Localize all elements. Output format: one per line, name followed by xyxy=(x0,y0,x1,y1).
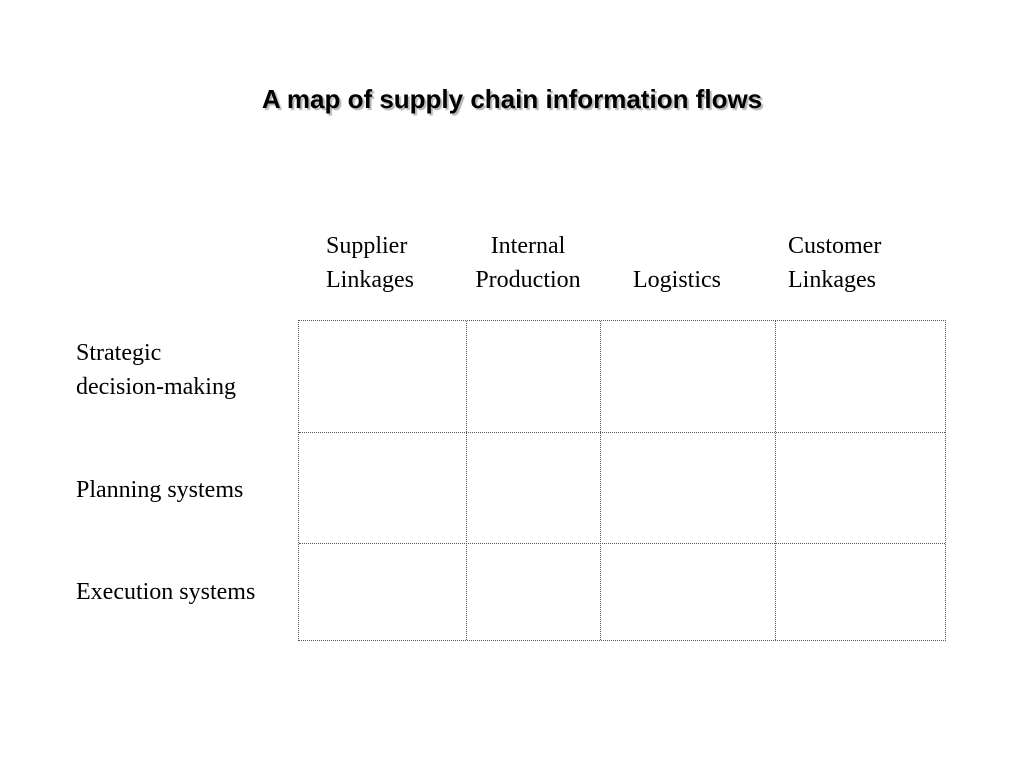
column-header-line2: Production xyxy=(475,267,581,293)
grid-column-divider xyxy=(775,321,776,640)
column-header-line1: Internal xyxy=(490,233,566,259)
grid-cell xyxy=(600,321,775,432)
grid-cell xyxy=(299,543,466,640)
column-header-supplier-linkages: Supplier Linkages xyxy=(326,229,414,297)
row-label-execution: Execution systems xyxy=(76,575,255,609)
grid-cell xyxy=(775,543,945,640)
column-header-customer-linkages: Customer Linkages xyxy=(788,229,881,297)
grid-cell xyxy=(775,432,945,543)
column-header-internal-production: Internal Production xyxy=(466,229,590,297)
row-label-line2: decision-making xyxy=(76,374,236,400)
row-label-planning: Planning systems xyxy=(76,473,243,507)
column-header-line1: Customer xyxy=(788,233,882,259)
grid-cell xyxy=(600,432,775,543)
grid-cell xyxy=(299,321,466,432)
grid-column-divider xyxy=(466,321,467,640)
row-label-line1: Strategic xyxy=(76,340,162,366)
row-label-line1: Planning systems xyxy=(76,477,244,503)
grid-cell xyxy=(600,543,775,640)
column-header-line1 xyxy=(633,229,721,263)
column-header-line2: Linkages xyxy=(326,267,414,293)
grid-cell xyxy=(299,432,466,543)
grid-row-divider xyxy=(299,543,945,544)
grid-row-divider xyxy=(299,432,945,433)
flow-matrix-grid xyxy=(298,320,946,641)
grid-cell xyxy=(466,432,600,543)
slide-title: A map of supply chain information flows xyxy=(261,84,763,114)
grid-column-divider xyxy=(600,321,601,640)
column-header-logistics: Logistics xyxy=(633,229,721,297)
row-label-strategic: Strategic decision-making xyxy=(76,336,236,404)
column-header-line2: Logistics xyxy=(633,267,721,293)
column-header-line1: Supplier xyxy=(326,233,408,259)
grid-cell xyxy=(466,543,600,640)
grid-cell xyxy=(466,321,600,432)
column-header-line2: Linkages xyxy=(788,267,876,293)
row-label-line1: Execution systems xyxy=(76,579,256,605)
grid-cell xyxy=(775,321,945,432)
